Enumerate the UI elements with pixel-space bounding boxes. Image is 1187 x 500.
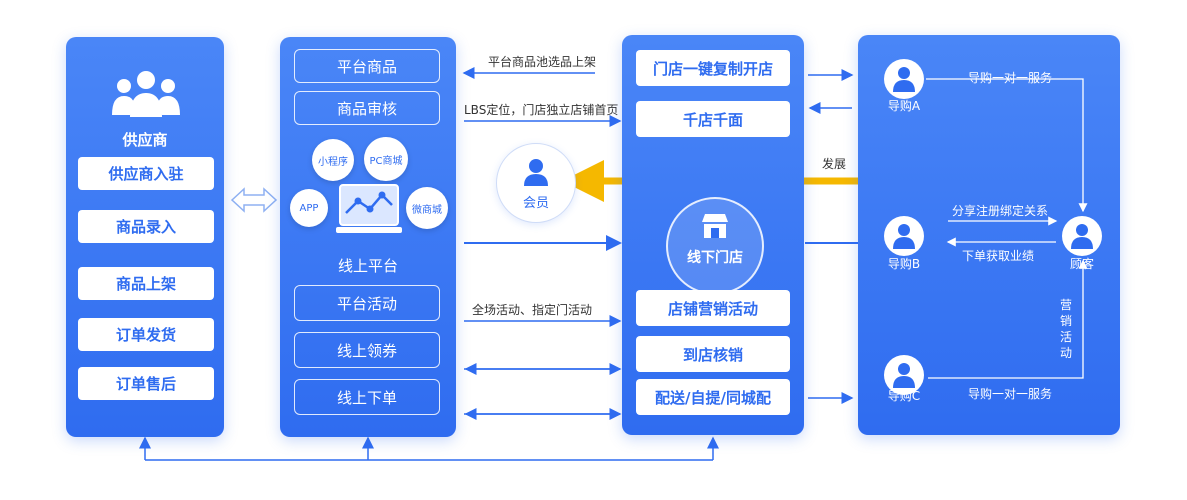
user-icon <box>893 67 915 92</box>
online-item[interactable]: 线上下单 <box>294 379 440 415</box>
double-arrow-icon <box>230 187 278 213</box>
store-item[interactable]: 千店千面 <box>636 101 790 137</box>
store-item[interactable]: 门店一键复制开店 <box>636 50 790 86</box>
offline-store-panel: 门店一键复制开店 千店千面 线下门店 店铺营销活动 到店核销 配送/自提/同城配 <box>622 35 804 435</box>
store-hub-circle[interactable]: 线下门店 <box>666 197 764 295</box>
guide-arrows <box>926 78 1088 379</box>
label-lbs: LBS定位，门店独立店铺首页 <box>464 103 619 117</box>
supplier-item[interactable]: 订单售后 <box>78 367 214 400</box>
supplier-item[interactable]: 供应商入驻 <box>78 157 214 190</box>
store-item[interactable]: 店铺营销活动 <box>636 290 790 326</box>
member-circle[interactable]: 会员 <box>496 143 576 223</box>
supplier-title: 供应商 <box>122 131 168 149</box>
label-develop: 发展 <box>822 157 847 171</box>
customer-avatar[interactable] <box>1062 216 1102 256</box>
bubble-wechat-mall: 微商城 <box>406 187 448 229</box>
guide-b-avatar[interactable] <box>884 216 924 256</box>
label-order: 下单获取业绩 <box>962 249 1035 263</box>
label-pool: 平台商品池选品上架 <box>488 55 597 69</box>
group-users-icon <box>112 71 180 117</box>
monitor-chart-icon <box>336 184 402 233</box>
bubble-app: APP <box>290 189 328 227</box>
storefront-icon <box>702 214 728 238</box>
online-item[interactable]: 平台活动 <box>294 285 440 321</box>
label-service-c: 导购一对一服务 <box>968 387 1053 401</box>
label-activity: 全场活动、指定门活动 <box>472 303 593 317</box>
store-item[interactable]: 配送/自提/同城配 <box>636 379 790 415</box>
user-icon <box>1071 224 1093 249</box>
supplier-item[interactable]: 商品上架 <box>78 267 214 300</box>
online-platform-panel: 平台商品 商品审核 小程序 PC商城 APP 微商城 线上平台 平台活动 线上领… <box>280 37 456 437</box>
supplier-item[interactable]: 订单发货 <box>78 318 214 351</box>
supplier-item[interactable]: 商品录入 <box>78 210 214 243</box>
guide-a-label: 导购A <box>887 99 921 113</box>
member-icon <box>524 159 548 186</box>
guide-a-avatar[interactable] <box>884 59 924 99</box>
guide-c-label: 导购C <box>887 389 921 403</box>
bubble-pc-mall: PC商城 <box>364 137 408 181</box>
label-service-a: 导购一对一服务 <box>968 71 1053 85</box>
user-icon <box>893 224 915 249</box>
bubble-mini-program: 小程序 <box>312 139 354 181</box>
online-item[interactable]: 线上领券 <box>294 332 440 368</box>
store-item[interactable]: 到店核销 <box>636 336 790 372</box>
user-icon <box>893 363 915 388</box>
guide-c-avatar[interactable] <box>884 355 924 395</box>
label-bind: 分享注册绑定关系 <box>952 204 1049 218</box>
member-label: 会员 <box>522 196 549 211</box>
online-title: 线上平台 <box>337 257 398 275</box>
label-marketing: 营销活动 <box>1060 298 1073 360</box>
supplier-panel: 供应商 供应商入驻 商品录入 商品上架 订单发货 订单售后 <box>66 37 224 437</box>
online-item[interactable]: 商品审核 <box>294 91 440 125</box>
online-item[interactable]: 平台商品 <box>294 49 440 83</box>
guide-panel: 导购A 导购一对一服务 导购B 顾客 导购C 分享注册绑定关系 下单获取业绩 导… <box>858 35 1120 435</box>
store-title: 线下门店 <box>687 250 743 266</box>
guide-b-label: 导购B <box>887 257 921 271</box>
